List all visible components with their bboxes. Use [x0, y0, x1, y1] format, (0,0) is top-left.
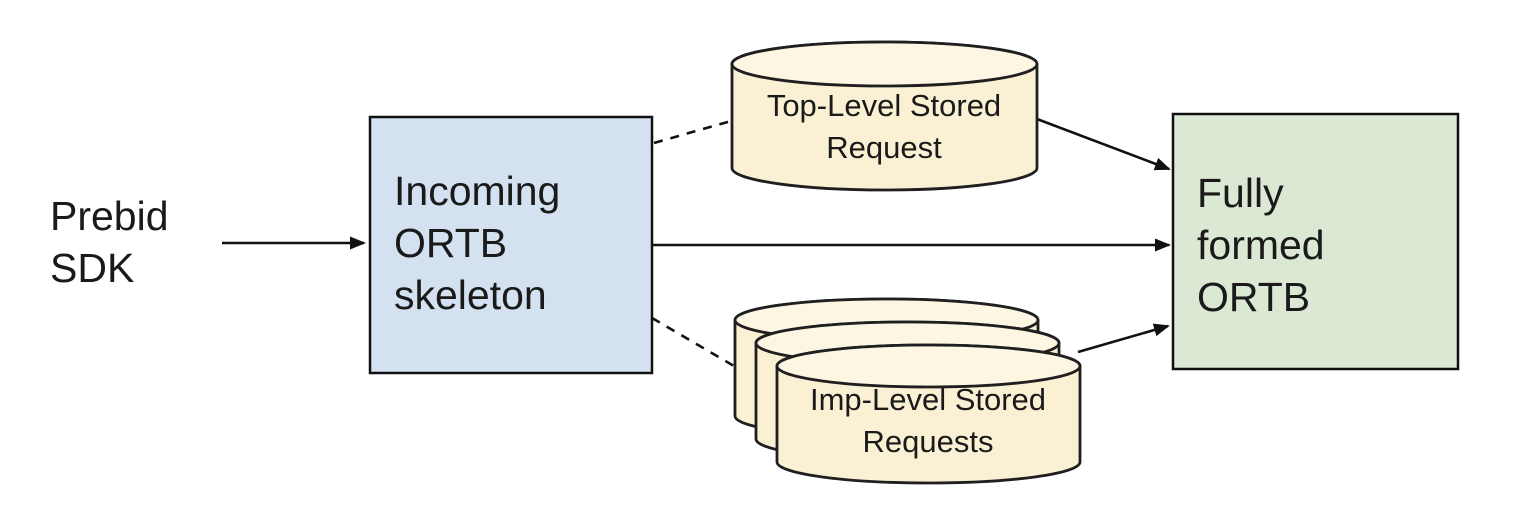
- fully-formed-label-line3: ORTB: [1197, 274, 1310, 320]
- node-prebid-sdk: Prebid SDK: [50, 193, 169, 291]
- top-level-label-line1: Top-Level Stored: [767, 88, 1001, 123]
- connector-incoming-to-top-level: [653, 119, 732, 145]
- top-level-cylinder-top: [730, 40, 1039, 88]
- incoming-ortb-box: [368, 115, 654, 375]
- node-imp-level-stored-requests: Imp-Level Stored Requests: [733, 297, 1082, 485]
- fully-formed-label-line2: formed: [1197, 222, 1325, 268]
- incoming-ortb-label-line1: Incoming: [394, 168, 560, 214]
- fully-formed-label-line1: Fully: [1197, 170, 1284, 216]
- prebid-sdk-label-line2: SDK: [50, 245, 134, 291]
- connector-top-level-to-fully-formed: [1036, 117, 1171, 171]
- fully-formed-box: [1171, 112, 1460, 371]
- node-incoming-ortb-skeleton: Incoming ORTB skeleton: [368, 115, 654, 375]
- imp-level-front-top: [775, 343, 1082, 389]
- incoming-ortb-label-line2: ORTB: [394, 220, 507, 266]
- connector-incoming-to-imp-level: [651, 316, 735, 368]
- top-level-label-line2: Request: [826, 130, 942, 165]
- imp-level-cylinder-front: [775, 343, 1082, 485]
- node-top-level-stored-request: Top-Level Stored Request: [730, 40, 1039, 192]
- node-fully-formed-ortb: Fully formed ORTB: [1171, 112, 1460, 371]
- imp-level-label-line2: Requests: [863, 424, 994, 459]
- prebid-sdk-label-line1: Prebid: [50, 193, 169, 239]
- connector-imp-level-to-fully-formed: [1077, 323, 1170, 354]
- imp-level-label-line1: Imp-Level Stored: [810, 382, 1046, 417]
- incoming-ortb-label-line3: skeleton: [394, 272, 547, 318]
